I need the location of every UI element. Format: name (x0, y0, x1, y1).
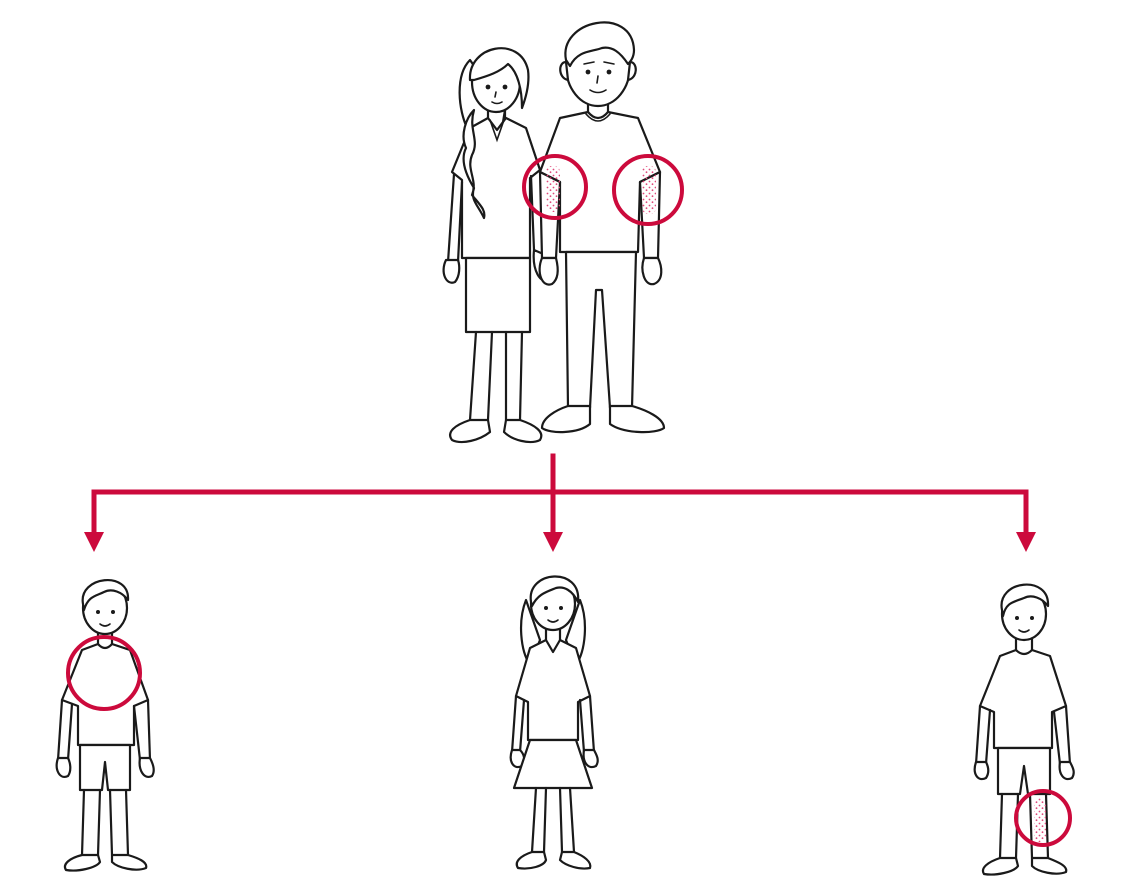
child-boy-right-figure (975, 585, 1074, 875)
child-boy-left-figure (57, 580, 154, 870)
child-right-rash-shin (1034, 798, 1046, 842)
mother-figure (444, 48, 553, 442)
arrow-to-child-right (1016, 532, 1036, 552)
child-girl-middle-figure (511, 576, 598, 868)
father-rash-left-forearm (642, 166, 656, 214)
inheritance-connectors (94, 456, 1026, 540)
father-figure (540, 22, 664, 432)
arrow-to-child-left (84, 532, 104, 552)
father-rash-right-forearm (546, 166, 560, 212)
arrow-to-child-middle (543, 532, 563, 552)
